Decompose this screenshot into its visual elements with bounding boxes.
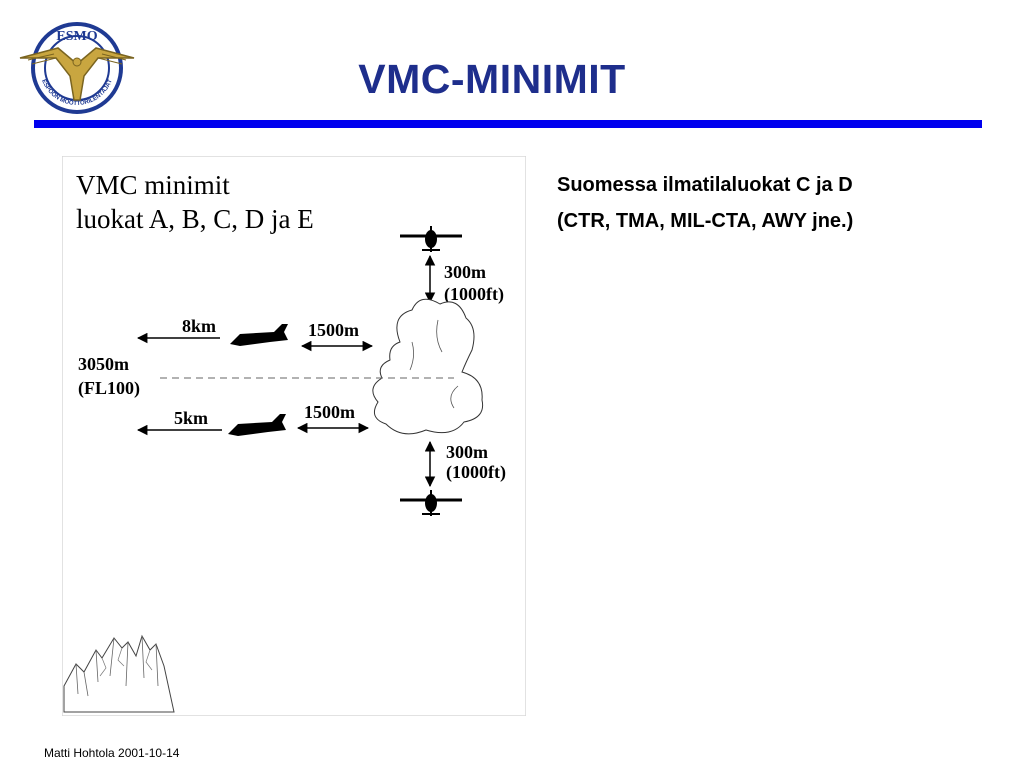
logo-top-text: ESMO <box>56 29 97 44</box>
below-cloud-imperial: (1000ft) <box>446 462 506 483</box>
side-text-line1: Suomessa ilmatilaluokat C ja D <box>557 174 853 196</box>
footer-author-date: Matti Hohtola 2001-10-14 <box>44 746 180 760</box>
upper-visibility-label: 8km <box>182 316 216 336</box>
above-cloud-metric: 300m <box>444 262 486 282</box>
below-cloud-metric: 300m <box>446 442 488 462</box>
diagram-heading-line1: VMC minimit <box>76 170 230 200</box>
jet-lower-icon <box>228 414 286 436</box>
jet-upper-icon <box>230 324 288 346</box>
altitude-fl-label: (FL100) <box>78 378 140 399</box>
cloud-shape <box>372 298 484 435</box>
altitude-metric-label: 3050m <box>78 354 129 374</box>
esmo-logo: ESMO ESPOON MOOTTORILENTÄJÄT <box>19 22 135 114</box>
diagram-frame <box>62 156 526 716</box>
lower-visibility-label: 5km <box>174 408 208 428</box>
title-rule <box>34 120 982 128</box>
small-airplane-bottom-icon <box>400 490 462 516</box>
upper-horizontal-label: 1500m <box>308 320 359 340</box>
side-text-block: Suomessa ilmatilaluokat C ja D (CTR, TMA… <box>557 167 853 239</box>
slide-title: VMC-MINIMIT <box>358 56 626 102</box>
mountains-icon <box>63 634 175 713</box>
side-text-line2: (CTR, TMA, MIL-CTA, AWY jne.) <box>557 210 854 232</box>
eagle-emblem-icon <box>19 47 135 101</box>
above-cloud-imperial: (1000ft) <box>444 284 504 305</box>
diagram-heading-line2: luokat A, B, C, D ja E <box>76 204 314 234</box>
lower-horizontal-label: 1500m <box>304 402 355 422</box>
vmc-diagram: VMC minimit luokat A, B, C, D ja E 300m … <box>62 156 526 716</box>
small-airplane-top-icon <box>400 226 462 252</box>
